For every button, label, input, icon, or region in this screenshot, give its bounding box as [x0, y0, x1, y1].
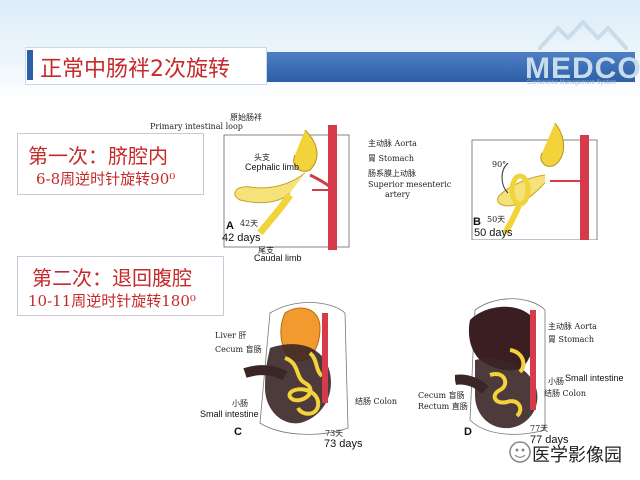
label-sma-en2: artery	[385, 190, 410, 199]
label-stomach-a: 胃 Stomach	[368, 154, 415, 163]
logo-text: MEDCON	[525, 52, 640, 85]
panel-a-days-cn: 42天	[240, 219, 259, 228]
label-sma-en1: Superior mesenteric	[368, 180, 452, 189]
panel-a-days-en: 42 days	[222, 232, 261, 244]
panel-b-illustration	[471, 122, 598, 240]
logo-subtitle: Conference Management System	[527, 80, 617, 86]
logo-mountain-icon	[538, 20, 628, 50]
note-first-title: 第一次：脐腔内	[28, 144, 168, 168]
label-small-en-c: Small intestine	[200, 409, 259, 419]
note-second-title: 第二次：退回腹腔	[32, 266, 192, 290]
label-liver: Liver 肝	[215, 331, 247, 340]
label-small-en-d: Small intestine	[565, 373, 624, 383]
note-first-detail: 6-8周逆时针旋转90⁰	[36, 170, 176, 188]
label-aorta-d: 主动脉 Aorta	[548, 322, 597, 331]
label-cephalic-cn: 头支	[254, 153, 270, 162]
panel-c-letter: C	[234, 426, 242, 438]
label-colon-d: 结肠 Colon	[544, 389, 587, 398]
panel-b-days-en: 50 days	[474, 227, 513, 239]
panel-a-letter: A	[226, 220, 234, 232]
panel-c-illustration	[243, 302, 349, 435]
label-loop-en: Primary intestinal loop	[150, 122, 243, 131]
label-caudal-en: Caudal limb	[254, 253, 302, 263]
note-box-second: 第二次：退回腹腔 10-11周逆时针旋转180⁰	[17, 256, 224, 316]
panel-b-letter: B	[473, 216, 481, 228]
label-stomach-d: 胃 Stomach	[548, 335, 595, 344]
label-small-cn-c: 小肠	[232, 399, 248, 408]
panel-c-days-cn: 73天	[325, 429, 344, 438]
panel-a-illustration	[223, 125, 350, 250]
label-cecum-c: Cecum 盲肠	[215, 345, 262, 354]
label-cecum-d: Cecum 盲肠	[418, 391, 465, 400]
wechat-icon	[509, 441, 531, 463]
panel-b-angle: 90°	[492, 160, 507, 169]
label-rectum-d: Rectum 直肠	[418, 402, 468, 411]
note-box-first: 第一次：脐腔内 6-8周逆时针旋转90⁰	[17, 133, 204, 195]
title-accent	[27, 50, 33, 80]
panel-d-days-en: 77 days	[530, 434, 569, 446]
label-cephalic-en: Cephalic limb	[245, 162, 300, 172]
label-loop-cn: 原始肠袢	[230, 113, 262, 122]
title-box	[25, 47, 267, 85]
panel-d-days-cn: 77天	[530, 424, 549, 433]
panel-d-letter: D	[464, 426, 472, 438]
label-colon-c: 结肠 Colon	[355, 397, 398, 406]
label-caudal-cn: 尾支	[258, 246, 274, 255]
panel-d-illustration	[455, 298, 546, 435]
watermark-text: 医学影像园	[532, 445, 622, 466]
panel-b-days-cn: 50天	[487, 215, 506, 224]
label-small-cn-d: 小肠	[548, 377, 564, 386]
page-title: 正常中肠袢2次旋转	[40, 57, 230, 82]
panel-c-days-en: 73 days	[324, 438, 363, 450]
label-sma-cn: 肠系膜上动脉	[368, 169, 416, 178]
note-second-detail: 10-11周逆时针旋转180⁰	[28, 292, 196, 310]
label-aorta-a: 主动脉 Aorta	[368, 139, 417, 148]
